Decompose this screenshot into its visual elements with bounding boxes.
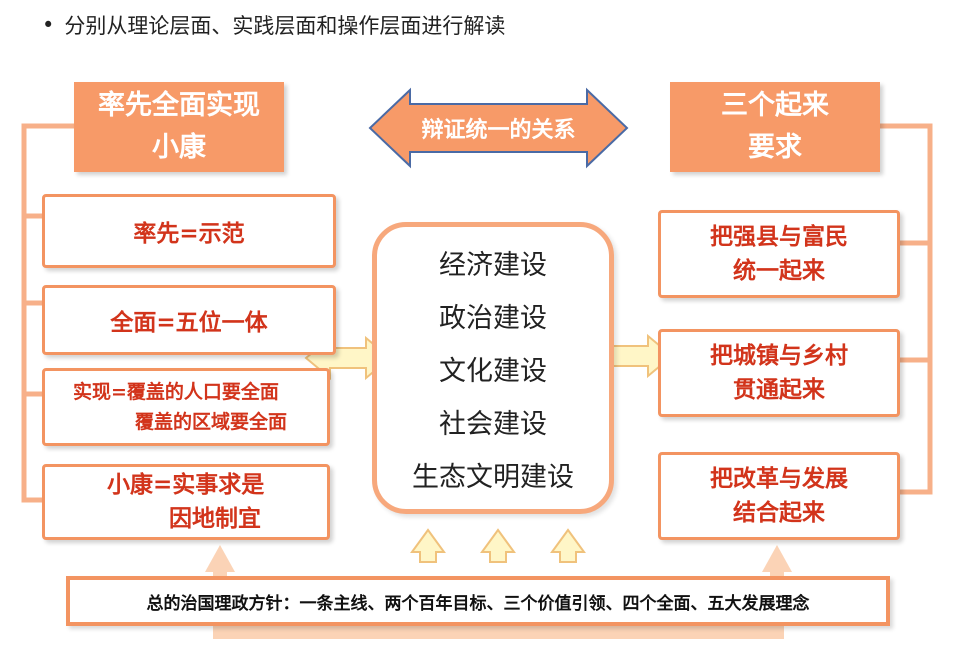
relation-label: 辩证统一的关系: [410, 104, 587, 152]
intro-bullet: • 分别从理论层面、实践层面和操作层面进行解读: [42, 10, 505, 40]
left-item-comprehensive: 全面=五位一体: [42, 285, 336, 355]
right-item-county-people: 把强县与富民 统一起来: [658, 210, 900, 298]
right-item-reform-development: 把改革与发展 结合起来: [658, 452, 900, 540]
right-header-line1: 三个起来: [721, 90, 829, 121]
right-item-1-line1: 把强县与富民: [710, 224, 848, 250]
center-item-1: 经济建设: [439, 249, 547, 281]
left-item-3-line1: 实现=覆盖的人口要全面: [73, 381, 279, 403]
right-item-urban-rural: 把城镇与乡村 贯通起来: [658, 329, 900, 417]
bottom-right-up-arrow: [762, 545, 792, 572]
up-arrow-3: [550, 528, 586, 563]
right-item-2-line2: 贯通起来: [733, 377, 825, 403]
center-item-3: 文化建设: [439, 355, 547, 387]
right-item-1-line2: 统一起来: [733, 258, 825, 284]
left-item-4-line2: 因地制宜: [169, 506, 261, 532]
bullet-marker: •: [42, 13, 55, 37]
up-arrow-1: [410, 528, 446, 563]
left-header-line1: 率先全面实现: [98, 90, 260, 121]
right-item-3-line1: 把改革与发展: [710, 466, 848, 492]
bottom-left-up-arrow: [205, 545, 235, 572]
left-item-4-line1: 小康=实事求是: [107, 472, 265, 498]
center-item-4: 社会建设: [439, 408, 547, 440]
governance-policy-box: 总的治国理政方针：一条主线、两个百年目标、三个价值引领、四个全面、五大发展理念: [66, 576, 890, 626]
relation-label-text: 辩证统一的关系: [421, 118, 576, 143]
left-item-1-text: 率先=示范: [133, 221, 245, 247]
center-item-5: 生态文明建设: [412, 461, 574, 493]
right-bracket-connector: [880, 123, 933, 495]
governance-policy-text: 总的治国理政方针：一条主线、两个百年目标、三个价值引领、四个全面、五大发展理念: [146, 593, 810, 614]
relation-double-arrow: [368, 87, 629, 169]
right-header-line2: 要求: [748, 132, 802, 163]
intro-text: 分别从理论层面、实践层面和操作层面进行解读: [64, 14, 506, 38]
left-item-leading: 率先=示范: [42, 194, 336, 268]
right-header-box: 三个起来 要求: [670, 82, 880, 172]
right-item-2-line1: 把城镇与乡村: [710, 343, 848, 369]
left-item-realize: 实现=覆盖的人口要全面 覆盖的区域要全面: [42, 368, 330, 446]
right-item-3-line2: 结合起来: [733, 500, 825, 526]
left-item-xiaokang: 小康=实事求是 因地制宜: [42, 464, 330, 540]
center-five-constructions: 经济建设 政治建设 文化建设 社会建设 生态文明建设: [372, 222, 614, 514]
up-arrow-2: [480, 528, 516, 563]
left-item-2-text: 全面=五位一体: [110, 310, 268, 336]
left-bracket-connector: [21, 123, 74, 503]
left-header-line2: 小康: [152, 132, 206, 163]
left-header-box: 率先全面实现 小康: [74, 82, 284, 172]
left-item-3-line2: 覆盖的区域要全面: [135, 411, 288, 433]
center-item-2: 政治建设: [439, 302, 547, 334]
